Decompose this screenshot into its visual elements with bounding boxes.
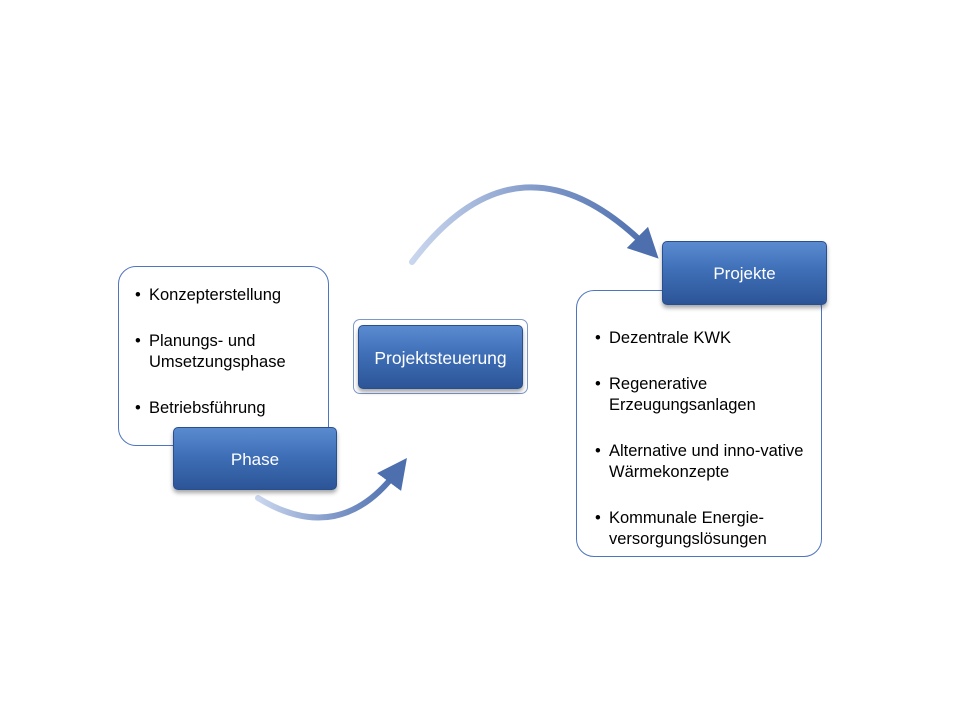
- phase-button[interactable]: Phase: [173, 427, 337, 490]
- phase-item: Betriebsführung: [135, 398, 325, 419]
- projekte-item: Regenerative Erzeugungsanlagen: [595, 374, 810, 416]
- phase-list: Konzepterstellung Planungs- und Umsetzun…: [135, 285, 325, 419]
- projekte-button[interactable]: Projekte: [662, 241, 827, 305]
- projekte-item: Dezentrale KWK: [595, 328, 810, 349]
- phase-item: Konzepterstellung: [135, 285, 325, 306]
- projekte-list: Dezentrale KWK Regenerative Erzeugungsan…: [595, 328, 810, 550]
- phase-item: Planungs- und Umsetzungsphase: [135, 331, 325, 373]
- bottom-curved-arrow: [255, 457, 407, 521]
- projekte-item: Kommunale Energie-versorgungslösungen: [595, 508, 810, 550]
- projekte-card: Dezentrale KWK Regenerative Erzeugungsan…: [576, 290, 822, 557]
- projektsteuerung-button[interactable]: Projektsteuerung: [358, 325, 523, 389]
- phase-label: Phase: [230, 450, 280, 469]
- phase-card: Konzepterstellung Planungs- und Umsetzun…: [118, 266, 329, 446]
- projekte-label: Projekte: [713, 264, 776, 283]
- top-curved-arrow: [409, 184, 659, 265]
- projektsteuerung-label: Projektsteuerung: [374, 348, 507, 368]
- projekte-item: Alternative und inno-vative Wärmekonzept…: [595, 441, 810, 483]
